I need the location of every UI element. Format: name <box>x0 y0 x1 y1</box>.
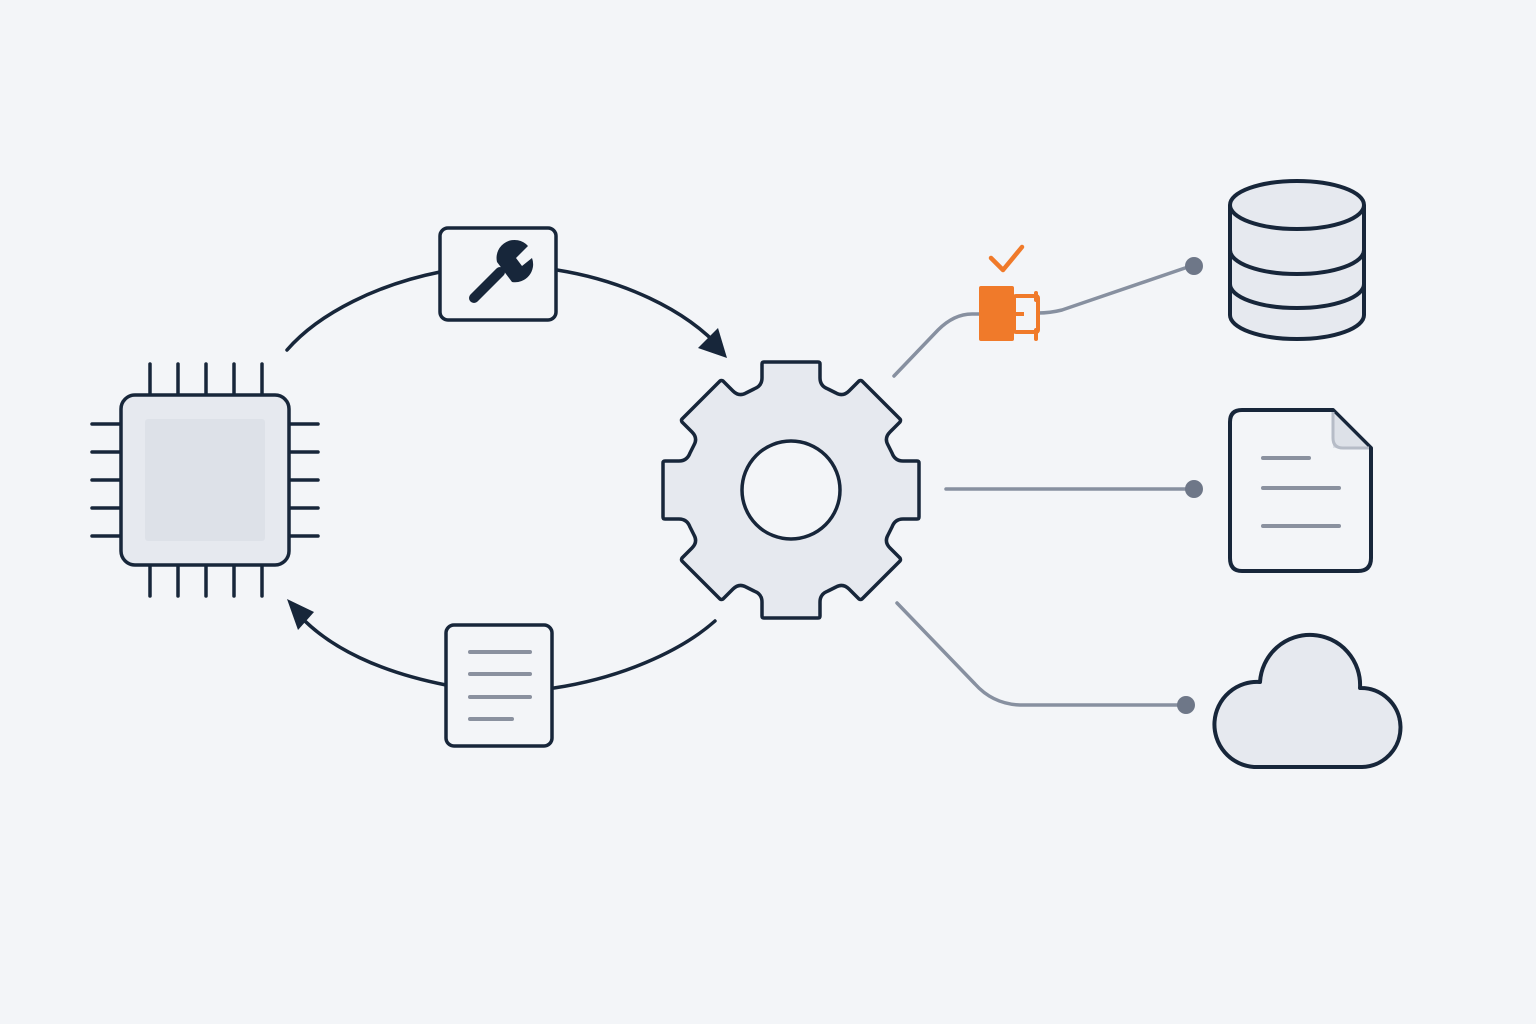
edge-engine-to-database <box>892 257 1203 378</box>
wrench-tile <box>438 226 558 322</box>
arrowhead-to-processor <box>287 599 314 630</box>
edge-processor-to-engine <box>285 268 727 358</box>
gear-hole <box>740 439 842 541</box>
arc-top-right <box>555 268 724 352</box>
arrowhead-to-engine <box>698 328 727 358</box>
connector-dot-database <box>1185 257 1203 275</box>
edge-engine-to-cloud <box>895 601 1195 714</box>
arc-bottom-right <box>552 619 717 690</box>
edge-engine-to-file <box>944 480 1203 498</box>
database-icon <box>1228 179 1366 341</box>
report-tile <box>444 623 554 748</box>
cloud-icon <box>1212 632 1403 769</box>
arc-bottom-left <box>298 614 448 687</box>
arc-top-left <box>285 270 442 352</box>
connector-dot-cloud <box>1177 696 1195 714</box>
edge-engine-to-processor <box>287 599 717 690</box>
cpu-pins <box>90 362 320 598</box>
gear-icon <box>661 360 921 620</box>
wrench-icon <box>469 239 534 303</box>
connector-plug-icon <box>979 286 1040 341</box>
document-lines-icon <box>468 650 532 721</box>
cpu-chip-icon <box>90 362 320 598</box>
file-icon <box>1228 408 1373 573</box>
cpu-die <box>145 419 265 541</box>
connector-dot-file <box>1185 480 1203 498</box>
check-icon <box>988 244 1025 273</box>
